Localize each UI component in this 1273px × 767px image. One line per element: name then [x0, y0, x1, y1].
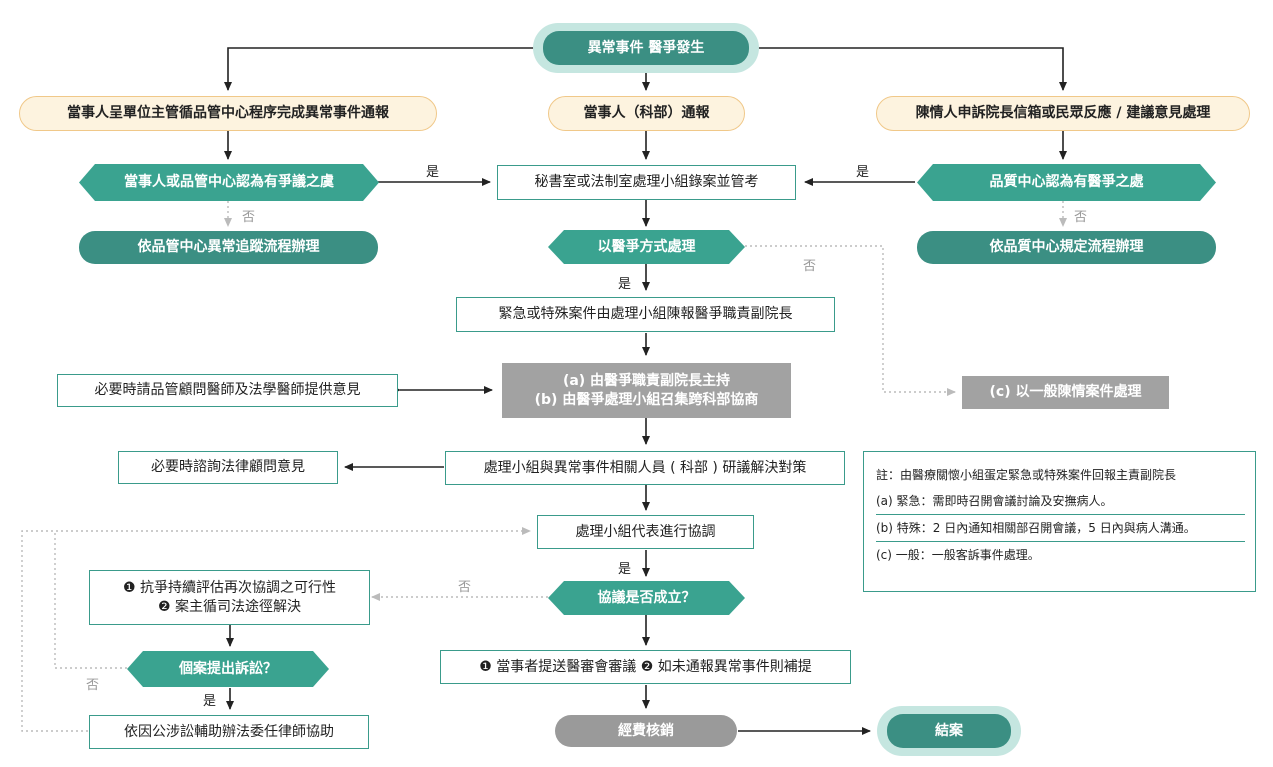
lawsuit-yes-label: 是 [203, 694, 217, 709]
dispute-node[interactable]: ❶ 抗爭持續評估再次協調之可行性 ❷ 案主循司法途徑解決 [89, 570, 370, 625]
center-report-node[interactable]: 當事人（科部）通報 [548, 96, 745, 131]
edge-start-right [750, 47, 1067, 91]
note-box: 註：由醫療關懷小組蛋定緊急或特殊案件回報主責副院長 (a) 緊急：需即時召開會議… [863, 451, 1256, 592]
dispute-line-1: ❶ 抗爭持續評估再次協調之可行性 [122, 579, 336, 596]
note-b: (b) 特殊：2 日內通知相關部召開會議，5 日內與病人溝通。 [876, 515, 1245, 542]
left-track-node[interactable]: 依品管中心異常追蹤流程辦理 [79, 231, 378, 264]
legal-consult-node[interactable]: 必要時諮詢法律顧問意見 [118, 451, 338, 484]
right-yes-label: 是 [856, 165, 870, 180]
edge-lawyer-loop [21, 530, 88, 732]
coordinate-yes-label: 是 [618, 562, 632, 577]
dispute-mode-node[interactable]: 以醫爭方式處理 [548, 230, 745, 264]
lawsuit-node[interactable]: 個案提出訴訟？ [127, 651, 329, 687]
edge-dispute-no [745, 245, 956, 396]
left-report-node[interactable]: 當事人呈單位主管循品管中心程序完成異常事件通報 [19, 96, 437, 131]
closed-node[interactable]: 結案 [887, 714, 1011, 748]
dispute-yes-label: 是 [618, 277, 632, 292]
discuss-node[interactable]: 處理小組與異常事件相關人員 ( 科部 ) 研議解決對策 [445, 451, 845, 485]
note-title: 註：由醫療關懷小組蛋定緊急或特殊案件回報主責副院長 [876, 468, 1177, 482]
agreement-no-label: 否 [458, 580, 472, 595]
agreement-node[interactable]: 協議是否成立？ [548, 581, 745, 615]
host-node[interactable]: (a) 由醫爭職責副院長主持 (b) 由醫爭處理小組召集跨科部協商 [502, 363, 791, 418]
right-report-node[interactable]: 陳情人申訴院長信箱或民眾反應 / 建議意見處理 [876, 96, 1250, 131]
right-track-node[interactable]: 依品質中心規定流程辦理 [917, 231, 1216, 264]
lawsuit-no-label: 否 [86, 678, 100, 693]
expense-node[interactable]: 經費核銷 [555, 715, 737, 747]
lawyer-node[interactable]: 依因公涉訟輔助辦法委任律師協助 [89, 715, 369, 749]
coordinate-node[interactable]: 處理小組代表進行協調 [537, 515, 754, 549]
host-line-2: (b) 由醫爭處理小組召集跨科部協商 [534, 391, 759, 408]
dispute-no-label: 否 [803, 259, 817, 274]
edge-lawsuit-no [54, 527, 531, 669]
left-decision-node[interactable]: 當事人或品管中心認為有爭議之虞 [79, 164, 379, 201]
secretary-node[interactable]: 秘書室或法制室處理小組錄案並管考 [497, 165, 796, 200]
consult-doctor-node[interactable]: 必要時請品管顧問醫師及法學醫師提供意見 [57, 374, 398, 407]
review-node[interactable]: ❶ 當事者提送醫審會審議 ❷ 如未通報異常事件則補提 [440, 650, 851, 684]
right-no-label: 否 [1074, 210, 1088, 225]
right-decision-node[interactable]: 品質中心認為有醫爭之處 [917, 164, 1216, 201]
dispute-line-2: ❷ 案主循司法途徑解決 [157, 598, 301, 615]
left-yes-label: 是 [426, 165, 440, 180]
note-c: (c) 一般：一般客訴事件處理。 [876, 548, 1040, 562]
general-case-node[interactable]: (c) 以一般陳情案件處理 [962, 376, 1169, 409]
note-a: (a) 緊急：需即時召開會議討論及安撫病人。 [876, 488, 1245, 515]
urgent-report-node[interactable]: 緊急或特殊案件由處理小組陳報醫爭職責副院長 [456, 297, 835, 332]
left-no-label: 否 [242, 210, 256, 225]
host-line-1: (a) 由醫爭職責副院長主持 [562, 372, 731, 389]
edge-start-left [224, 47, 535, 91]
start-node[interactable]: 異常事件 醫爭發生 [543, 31, 749, 65]
